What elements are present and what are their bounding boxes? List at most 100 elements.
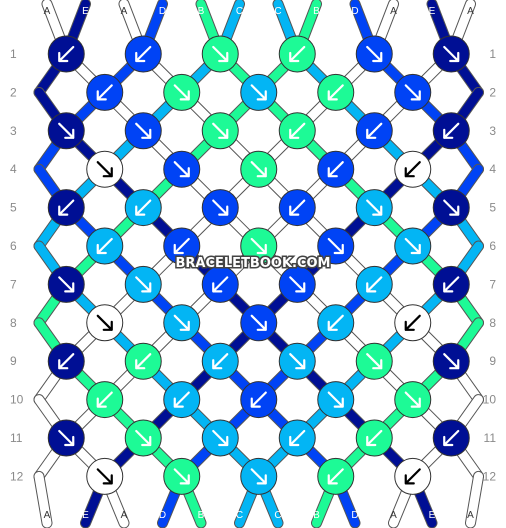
row-number-left: 12: [10, 469, 24, 483]
knot[interactable]: [394, 150, 432, 188]
strand-letter-bottom: E: [429, 510, 436, 521]
knot[interactable]: [317, 150, 355, 188]
arrow-down-left-icon: [58, 45, 75, 63]
knot[interactable]: [432, 342, 470, 380]
knot[interactable]: [163, 304, 201, 342]
knot[interactable]: [124, 265, 162, 303]
row-number-left: 4: [10, 162, 17, 176]
knot[interactable]: [394, 227, 432, 265]
knot[interactable]: [278, 419, 316, 457]
knot[interactable]: [124, 419, 162, 457]
knot[interactable]: [394, 457, 432, 495]
knot[interactable]: [317, 381, 355, 419]
arrow-down-left-icon: [289, 199, 306, 216]
knot[interactable]: [240, 73, 278, 111]
knot[interactable]: [163, 381, 201, 419]
knot[interactable]: [124, 189, 162, 227]
strand-letter-bottom: C: [274, 510, 281, 521]
arrow-down-left-icon: [289, 122, 306, 139]
knot[interactable]: [47, 35, 85, 73]
knot[interactable]: [317, 304, 355, 342]
knot[interactable]: [86, 304, 124, 342]
arrow-down-left-icon: [404, 161, 421, 178]
arrow-down-right-icon: [443, 353, 460, 370]
arrow-down-right-icon: [250, 314, 267, 331]
knot[interactable]: [394, 73, 432, 111]
knot[interactable]: [317, 227, 355, 265]
arrow-down-right-icon: [212, 199, 229, 216]
row-number-left: 10: [10, 393, 24, 407]
knot[interactable]: [47, 189, 85, 227]
knot[interactable]: [394, 381, 432, 419]
knot[interactable]: [240, 381, 278, 419]
knot[interactable]: [47, 112, 85, 150]
strand-letter-top: C: [236, 6, 243, 17]
strand-letter-bottom: A: [44, 510, 51, 521]
knot[interactable]: [201, 265, 239, 303]
knot[interactable]: [86, 227, 124, 265]
knot[interactable]: [278, 189, 316, 227]
strand-letter-bottom: D: [351, 510, 358, 521]
strand-letter-top: C: [274, 6, 281, 17]
knot[interactable]: [432, 35, 470, 73]
knot[interactable]: [240, 150, 278, 188]
knot[interactable]: [47, 342, 85, 380]
knot[interactable]: [86, 73, 124, 111]
arrow-down-left-icon: [289, 45, 306, 63]
arrow-down-right-icon: [289, 276, 306, 293]
knot[interactable]: [240, 227, 278, 265]
knot[interactable]: [240, 457, 278, 495]
knot[interactable]: [47, 265, 85, 303]
arrow-down-left-icon: [327, 84, 344, 101]
row-number-left: 11: [10, 431, 23, 445]
knot[interactable]: [201, 342, 239, 380]
knot[interactable]: [201, 112, 239, 150]
knot[interactable]: [86, 150, 124, 188]
knot[interactable]: [201, 35, 239, 73]
knot[interactable]: [317, 73, 355, 111]
knot[interactable]: [355, 342, 393, 380]
knot[interactable]: [47, 419, 85, 457]
knot[interactable]: [432, 112, 470, 150]
arrow-down-right-icon: [173, 314, 190, 331]
knot[interactable]: [278, 112, 316, 150]
knot[interactable]: [355, 265, 393, 303]
knot[interactable]: [278, 265, 316, 303]
knot[interactable]: [432, 265, 470, 303]
knot[interactable]: [394, 304, 432, 342]
row-number-right: 4: [489, 162, 496, 176]
knot[interactable]: [432, 419, 470, 457]
knot[interactable]: [317, 457, 355, 495]
knot[interactable]: [201, 419, 239, 457]
knot[interactable]: [201, 189, 239, 227]
arrow-down-right-icon: [212, 429, 229, 447]
arrow-down-right-icon: [366, 45, 383, 63]
knot[interactable]: [432, 189, 470, 227]
knot[interactable]: [163, 227, 201, 265]
knot[interactable]: [355, 112, 393, 150]
knot[interactable]: [355, 419, 393, 457]
knot[interactable]: [278, 35, 316, 73]
knot[interactable]: [355, 35, 393, 73]
arrow-down-right-icon: [212, 122, 229, 139]
knot[interactable]: [240, 304, 278, 342]
row-number-left: 2: [10, 85, 17, 99]
knot[interactable]: [163, 73, 201, 111]
knot[interactable]: [355, 189, 393, 227]
arrow-down-left-icon: [212, 353, 229, 370]
row-number-left: 5: [10, 201, 17, 215]
knot[interactable]: [278, 342, 316, 380]
knot[interactable]: [124, 35, 162, 73]
knot[interactable]: [124, 342, 162, 380]
row-number-left: 1: [10, 47, 17, 61]
knot[interactable]: [124, 112, 162, 150]
knot[interactable]: [163, 457, 201, 495]
knot[interactable]: [86, 457, 124, 495]
strand-letter-bottom: E: [82, 510, 89, 521]
knot[interactable]: [86, 381, 124, 419]
arrow-down-right-icon: [250, 161, 267, 178]
knot[interactable]: [163, 150, 201, 188]
strand-letter-top: A: [44, 6, 51, 17]
arrow-down-right-icon: [327, 237, 344, 255]
arrow-down-right-icon: [173, 468, 190, 485]
